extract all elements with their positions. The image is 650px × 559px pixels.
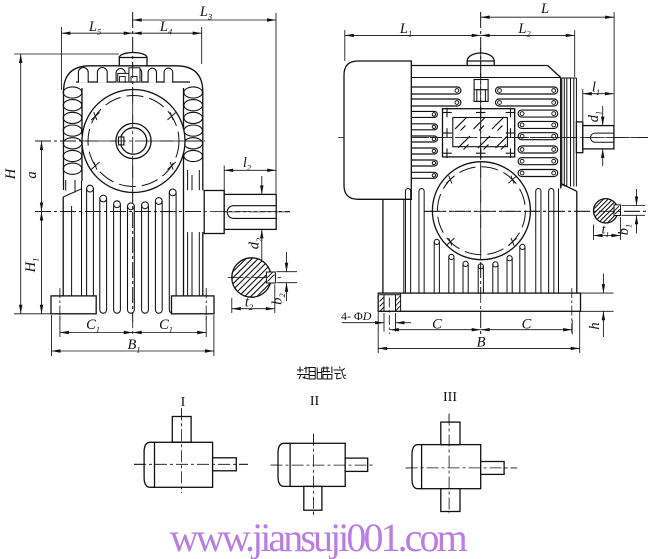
svg-text:d2: d2 — [247, 238, 264, 249]
svg-text:H: H — [3, 167, 19, 180]
svg-text:B: B — [477, 335, 486, 351]
svg-text:C: C — [432, 317, 442, 333]
svg-text:III: III — [443, 390, 457, 405]
svg-text:d1: d1 — [586, 111, 603, 122]
svg-text:t2: t2 — [245, 295, 253, 312]
svg-text:h: h — [587, 322, 603, 329]
svg-text:I: I — [181, 395, 186, 410]
svg-text:II: II — [310, 394, 320, 409]
svg-text:4- ΦD: 4- ΦD — [341, 309, 372, 323]
svg-text:b2: b2 — [270, 293, 287, 304]
svg-text:L: L — [540, 1, 549, 17]
svg-text:b1: b1 — [616, 224, 633, 235]
svg-text:www.jiansuji001.com: www.jiansuji001.com — [170, 515, 468, 559]
svg-text:t1: t1 — [602, 222, 610, 239]
svg-text:C: C — [522, 317, 532, 333]
svg-text:a: a — [24, 171, 40, 178]
svg-text:l1: l1 — [592, 80, 600, 97]
svg-text:l2: l2 — [243, 155, 251, 172]
